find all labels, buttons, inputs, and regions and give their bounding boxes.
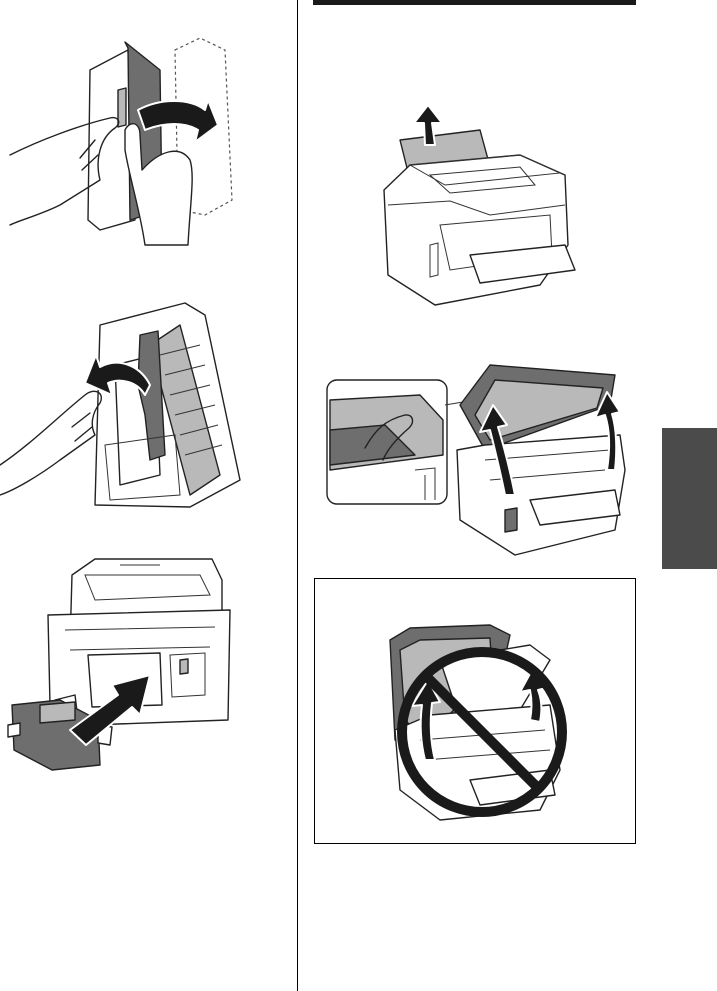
lift-scanner-unit-illustration xyxy=(325,360,640,560)
insert-cover-into-printer-illustration xyxy=(0,555,280,775)
column-divider xyxy=(297,0,298,991)
section-header-rule xyxy=(313,0,636,5)
hand-removing-paper-illustration xyxy=(0,295,280,510)
chapter-thumb-tab xyxy=(662,428,717,569)
prohibited-action-illustration xyxy=(380,620,580,825)
hand-opening-cover-illustration xyxy=(0,30,280,250)
paper-pulled-out-illustration xyxy=(370,105,585,315)
